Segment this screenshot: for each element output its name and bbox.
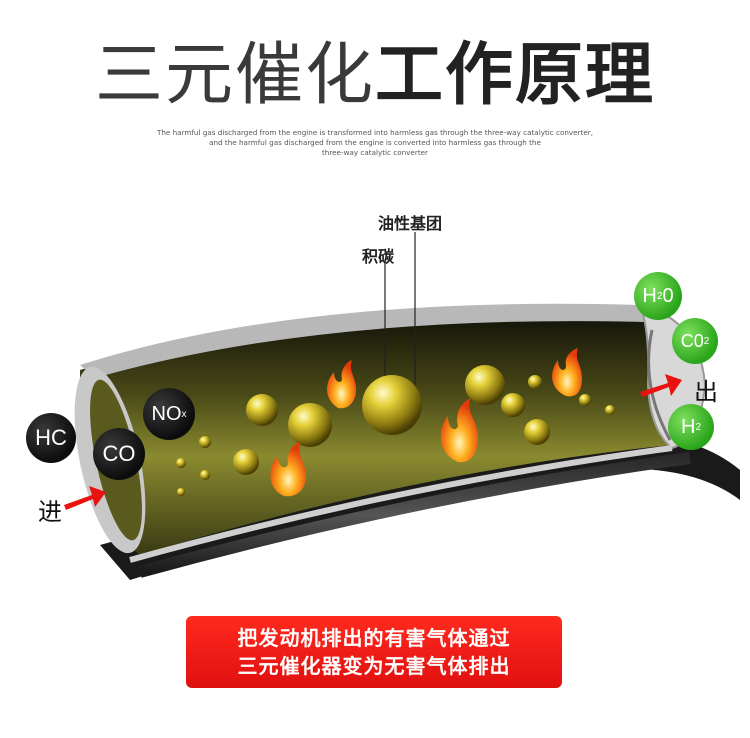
page-title: 三元催化工作原理 [0,36,750,116]
title-part1: 三元催化 [94,36,375,115]
molecule-hc: HC [26,413,76,463]
banner-line1: 把发动机排出的有害气体通过 [237,626,511,650]
label-oil-group: 油性基团 [378,214,443,233]
flame-icons [270,348,582,497]
molecule-co: CO [93,428,145,480]
description-banner: 把发动机排出的有害气体通过 三元催化器变为无害气体排出 [186,616,562,688]
title-part2: 工作原理 [375,36,656,115]
banner-line2: 三元催化器变为无害气体排出 [237,654,511,678]
subtitle: The harmful gas discharged from the engi… [120,128,630,158]
subtitle-line3: three-way catalytic converter [321,148,429,157]
label-inlet: 进 [38,498,62,526]
label-carbon: 积碳 [362,247,395,266]
catalyst-particles [176,365,615,496]
inlet-arrow-icon [64,486,106,510]
subtitle-line2: and the harmful gas discharged from the … [209,138,541,147]
subtitle-line1: The harmful gas discharged from the engi… [156,128,594,137]
outlet-arrow-icon [640,374,682,397]
label-outlet: 出 [694,378,718,406]
pipe-top-rim [80,303,652,378]
